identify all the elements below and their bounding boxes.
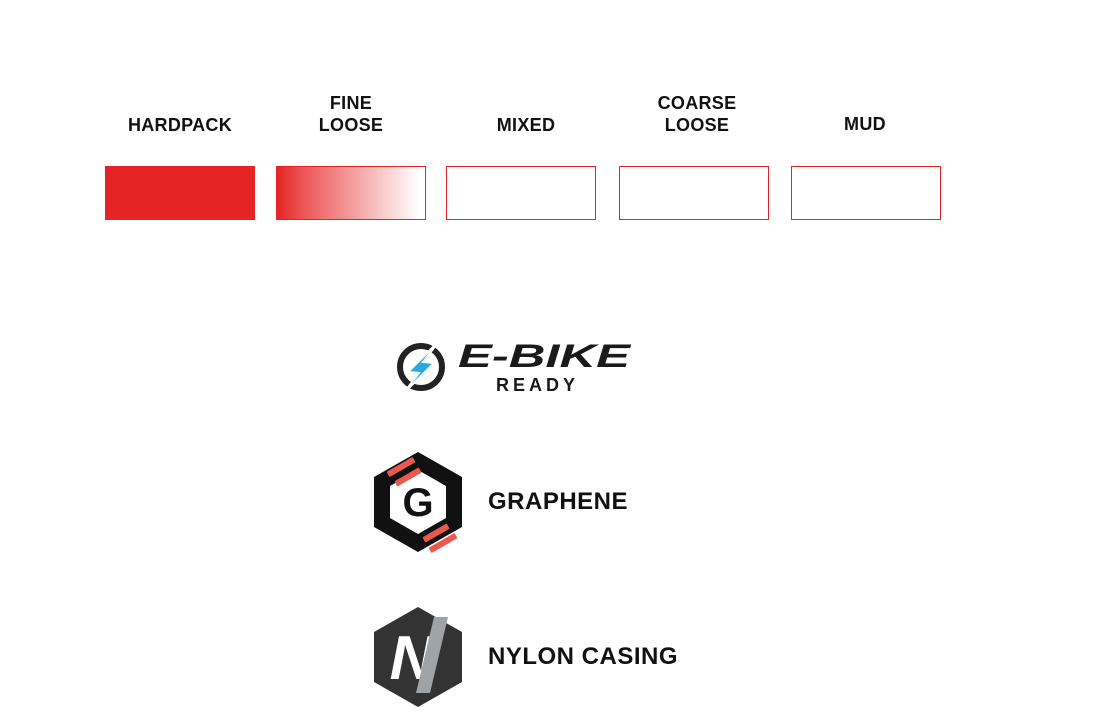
terrain-label-fine-loose: FINE LOOSE (318, 93, 384, 135)
terrain-label-hardpack: HARDPACK (127, 115, 233, 135)
ready-text: READY (496, 375, 579, 395)
graphene-label: GRAPHENE (488, 488, 629, 515)
terrain-label-mixed: MIXED (496, 115, 556, 135)
terrain-level-mixed (446, 166, 596, 220)
graphene-letter: G (402, 481, 433, 525)
terrain-level-hardpack (105, 166, 255, 220)
terrain-level-coarse-loose (619, 166, 769, 220)
nylon-casing-badge: N NYLON CASING (372, 605, 678, 709)
ebike-ring (397, 343, 445, 391)
graphene-badge: G GRAPHENE (372, 450, 628, 554)
graphene-hexagon-icon: G (374, 452, 462, 553)
nylon-casing-label: NYLON CASING (488, 643, 679, 670)
ebike-ready-logo-graphic: E-BIKE READY (397, 338, 633, 396)
lightning-bolt-icon (401, 339, 441, 396)
terrain-label-coarse-loose: COARSE LOOSE (657, 93, 737, 135)
terrain-label-mud: MUD (844, 114, 886, 134)
ebike-text: E-BIKE (458, 338, 633, 374)
terrain-level-mud (791, 166, 941, 220)
ebike-ready-logo: E-BIKE READY (394, 338, 634, 398)
terrain-level-fine-loose (276, 166, 426, 220)
nylon-hexagon-icon: N (374, 607, 462, 707)
